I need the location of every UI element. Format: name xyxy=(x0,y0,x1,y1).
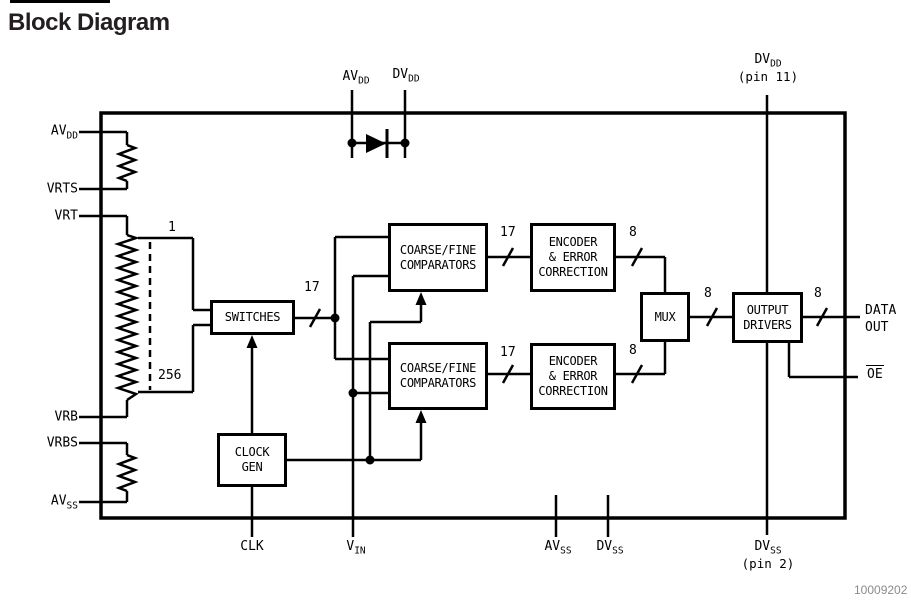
arrowhead-icon xyxy=(415,292,427,305)
pin-label-dvss-pin2: DVSS (pin 2) xyxy=(741,539,795,571)
bus-width-comp-bottom-out: 17 xyxy=(500,345,516,360)
pin-label-vrt: VRT xyxy=(54,208,78,224)
bus-slash-icon xyxy=(705,307,719,327)
pin-label-oe: OE xyxy=(866,365,884,382)
pin-label-avss-bottom: AVSS xyxy=(544,539,572,557)
bus-slash-icon xyxy=(815,307,829,327)
pin-label-avss-left: AVSS xyxy=(50,493,78,512)
pin-label-avdd-top: AVDD xyxy=(342,69,370,87)
output-drivers-block: OUTPUT DRIVERS xyxy=(732,292,803,343)
junction-dot-icon xyxy=(400,138,410,148)
arrowhead-icon xyxy=(246,335,258,348)
pin-label-vrbs: VRBS xyxy=(46,435,78,451)
coarse-fine-comparators-bottom-block: COARSE/FINE COMPARATORS xyxy=(388,342,488,410)
encoder-error-correction-top-block: ENCODER & ERROR CORRECTION xyxy=(530,223,616,292)
ladder-tap-1-label: 1 xyxy=(168,220,176,235)
arrowhead-icon xyxy=(415,410,427,423)
bus-slash-icon xyxy=(308,308,322,328)
junction-dot-icon xyxy=(347,138,357,148)
ladder-tap-256-label: 256 xyxy=(158,368,182,383)
page-edge-mark xyxy=(10,0,110,3)
bus-slash-icon xyxy=(501,364,515,384)
encoder-error-correction-bottom-block: ENCODER & ERROR CORRECTION xyxy=(530,343,616,410)
junction-dot-icon xyxy=(330,313,340,323)
switches-block: SWITCHES xyxy=(210,300,295,335)
diode-icon xyxy=(366,134,386,153)
pin-label-vin: VIN xyxy=(346,539,366,557)
pin-label-data-out: DATA OUT xyxy=(865,303,897,335)
doc-number: 10009202 xyxy=(854,583,908,597)
pin-label-vrb: VRB xyxy=(54,409,78,425)
bus-width-data-out: 8 xyxy=(814,286,822,301)
page-title: Block Diagram xyxy=(8,9,170,36)
bus-width-mux-out: 8 xyxy=(704,286,712,301)
bus-slash-icon xyxy=(630,247,644,267)
chip-outline xyxy=(99,111,847,520)
junction-dot-icon xyxy=(365,455,375,465)
pin-label-vrts: VRTS xyxy=(46,181,78,197)
pin-label-dvdd-top: DVDD xyxy=(392,67,420,85)
bus-width-enc-bottom-out: 8 xyxy=(629,343,637,358)
bus-width-enc-top-out: 8 xyxy=(629,225,637,240)
resistor-icon xyxy=(115,453,139,493)
pin-label-clk: CLK xyxy=(240,539,264,554)
clock-gen-block: CLOCK GEN xyxy=(217,433,287,487)
pin-label-dvss-bottom: DVSS xyxy=(596,539,624,557)
resistor-ladder-icon xyxy=(114,233,140,402)
pin-label-dvdd-pin11: DVDD (pin 11) xyxy=(737,52,799,84)
bus-width-comp-top-out: 17 xyxy=(500,225,516,240)
pin-label-avdd-left: AVDD xyxy=(50,123,78,142)
bus-slash-icon xyxy=(630,364,644,384)
junction-dot-icon xyxy=(348,388,358,398)
coarse-fine-comparators-top-block: COARSE/FINE COMPARATORS xyxy=(388,223,488,292)
bus-slash-icon xyxy=(501,247,515,267)
resistor-icon xyxy=(115,143,139,183)
mux-block: MUX xyxy=(640,292,690,342)
bus-width-switches-out: 17 xyxy=(304,280,320,295)
